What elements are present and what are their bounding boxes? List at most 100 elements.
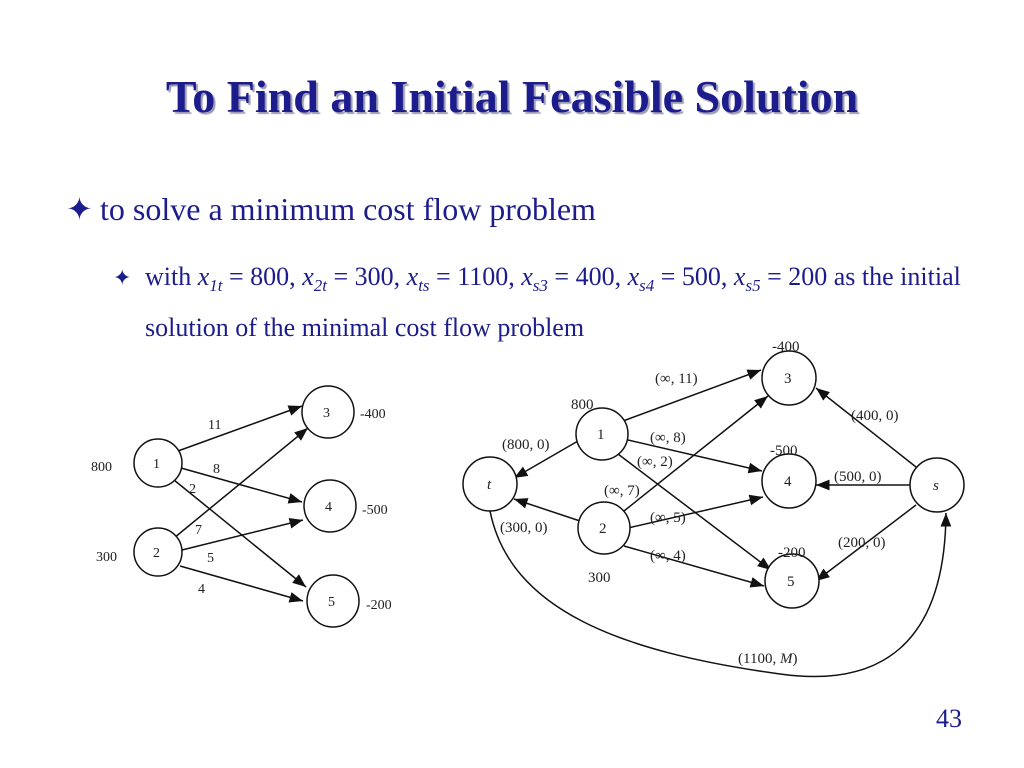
right-label-1-t: (800, 0) (502, 437, 550, 453)
left-cost-1-5: 2 (189, 482, 196, 497)
right-node-s-label: s (933, 478, 939, 494)
left-cost-2-3: 7 (195, 523, 202, 538)
right-edge-t-s (489, 510, 952, 678)
left-demand-3: -400 (360, 407, 386, 422)
left-graph-labels: 1 2 3 4 5 800 300 -400 -500 -200 11 8 2 … (91, 406, 392, 613)
right-label-1-3: (∞, 11) (655, 371, 698, 387)
right-label-s-5: (200, 0) (838, 535, 886, 551)
bullet-level-1: ✦to solve a minimum cost flow problem (66, 190, 596, 228)
var-x: x (302, 262, 314, 291)
right-node-5 (764, 553, 820, 609)
left-demand-4: -500 (362, 503, 388, 518)
var-sub: s4 (639, 276, 655, 296)
right-graph-labels: 1 2 3 4 5 t s 800 300 -400 -500 -200 (∞,… (487, 339, 939, 667)
right-label-1-4: (∞, 8) (650, 430, 686, 446)
right-label-2-5: (∞, 4) (650, 548, 686, 564)
sub-bullet-star-icon: ✦ (113, 265, 132, 290)
right-supply-1: 800 (571, 397, 594, 413)
var-sub: s5 (745, 276, 761, 296)
left-edge-2-5 (179, 565, 304, 603)
right-edge-1-4 (627, 439, 763, 474)
left-node-3 (301, 385, 355, 439)
right-node-5-label: 5 (787, 574, 795, 590)
bullet-2-text: with x1t = 800, x2t = 300, xts = 1100, x… (145, 256, 963, 349)
left-node-5 (306, 574, 360, 628)
right-node-3-label: 3 (784, 371, 792, 387)
bullet-1-text: to solve a minimum cost flow problem (100, 191, 596, 227)
bullet-2-prefix: with (145, 262, 198, 291)
left-edge-1-4 (180, 467, 303, 504)
right-label-s-3: (400, 0) (851, 408, 899, 424)
left-cost-2-5: 4 (198, 582, 205, 597)
left-node-4-label: 4 (325, 500, 332, 515)
right-node-4 (761, 453, 817, 509)
var-x: x (406, 262, 419, 291)
right-node-t (462, 456, 518, 512)
var-sub: 1t (209, 276, 223, 296)
left-edge-2-4 (181, 518, 304, 551)
right-label-2-4: (∞, 5) (650, 510, 686, 526)
left-node-4 (303, 479, 357, 533)
right-node-4-label: 4 (784, 474, 792, 490)
var-sub: s3 (532, 276, 548, 296)
right-demand-4: -500 (770, 443, 798, 459)
left-supply-1: 800 (91, 460, 112, 475)
slide-title: To Find an Initial Feasible Solution (165, 71, 859, 122)
var-eq: = 500, (654, 262, 734, 291)
right-edge-2-5 (623, 545, 765, 588)
right-node-2 (577, 501, 631, 555)
right-edge-s-3 (815, 387, 917, 468)
left-node-1-label: 1 (153, 457, 160, 472)
left-node-2-label: 2 (153, 546, 160, 561)
right-node-s (909, 457, 965, 513)
var-eq: = 1100, (429, 262, 522, 291)
left-node-2 (133, 527, 183, 577)
bullet-level-2: ✦ with x1t = 800, x2t = 300, xts = 1100,… (113, 256, 963, 342)
var-sub: ts (418, 276, 430, 296)
right-demand-5: -200 (778, 545, 806, 561)
right-edge-2-4 (627, 494, 764, 529)
left-edge-2-3 (173, 427, 309, 539)
right-node-1 (575, 407, 629, 461)
right-edge-1-t (513, 440, 579, 479)
left-node-5-label: 5 (328, 595, 335, 610)
right-edge-s-5 (815, 504, 917, 582)
left-edge-1-3 (177, 405, 303, 452)
var-x: x (197, 262, 210, 291)
var-eq: = 200 as the initial solution of the min… (145, 262, 961, 343)
right-node-1-label: 1 (597, 427, 605, 443)
right-demand-3: -400 (772, 339, 800, 355)
left-demand-5: -200 (366, 598, 392, 613)
left-cost-1-3: 11 (208, 418, 221, 433)
right-edge-2-t (513, 498, 581, 522)
right-label-s-4: (500, 0) (834, 469, 882, 485)
left-supply-2: 300 (96, 550, 117, 565)
right-node-t-label: t (487, 477, 492, 493)
left-node-1 (133, 438, 183, 488)
right-label-2-t: (300, 0) (500, 520, 548, 536)
var-eq: = 400, (547, 262, 628, 291)
right-graph (462, 350, 965, 678)
bullet-star-icon: ✦ (66, 191, 93, 227)
left-cost-2-4: 5 (207, 551, 214, 566)
left-cost-1-4: 8 (213, 462, 220, 477)
var-x: x (627, 262, 640, 291)
right-node-3 (761, 350, 817, 406)
var-x: x (521, 262, 533, 291)
var-eq: = 300, (326, 262, 407, 291)
right-label-1-5: (∞, 2) (637, 454, 673, 470)
left-graph (133, 385, 360, 628)
var-x: x (733, 262, 746, 291)
right-label-t-s: (1100, M) (738, 651, 797, 667)
right-node-2-label: 2 (599, 521, 607, 537)
right-label-2-3: (∞, 7) (604, 483, 640, 499)
right-edge-2-3 (618, 395, 769, 516)
page-number: 43 (936, 704, 962, 733)
left-node-3-label: 3 (323, 406, 330, 421)
var-eq: = 800, (222, 262, 303, 291)
right-edge-1-3 (622, 369, 762, 422)
var-sub: 2t (313, 276, 327, 296)
left-edge-1-5 (173, 479, 307, 588)
right-supply-2: 300 (588, 570, 611, 586)
